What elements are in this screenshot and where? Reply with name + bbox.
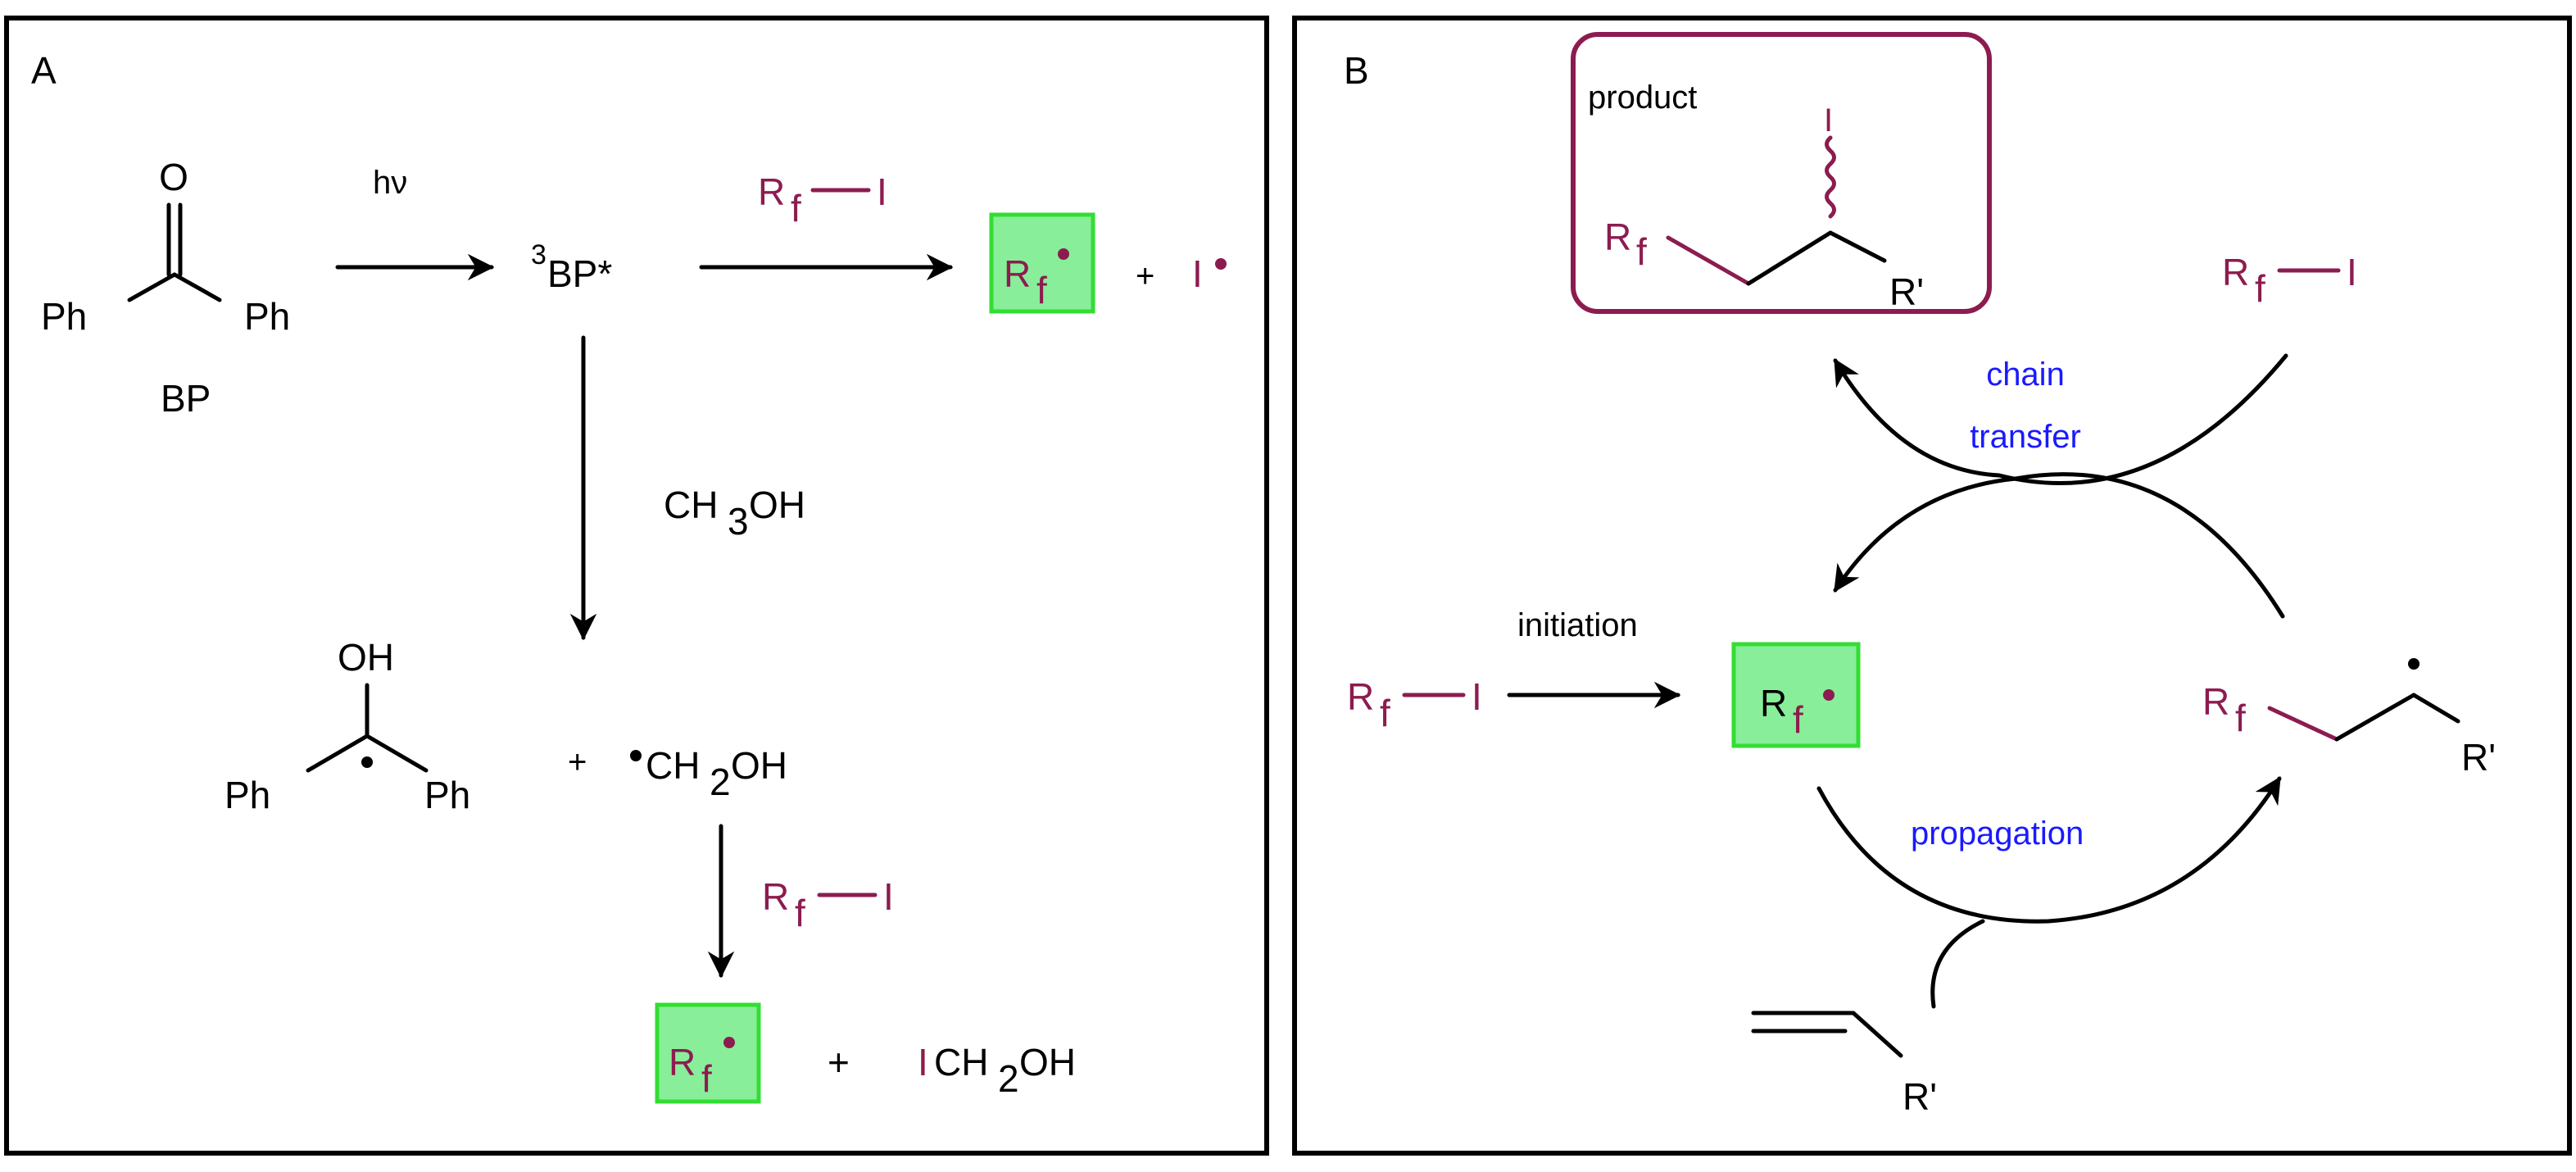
rfi-reagent-left: R f I bbox=[1347, 675, 1482, 734]
propagation-label: propagation bbox=[1911, 815, 2084, 852]
rf-radical-box-top: R f bbox=[989, 212, 1095, 314]
rfi-reagent-top: R f I bbox=[758, 170, 887, 229]
svg-text:I: I bbox=[2347, 251, 2357, 293]
svg-text:f: f bbox=[701, 1057, 712, 1100]
svg-text:I: I bbox=[1192, 252, 1203, 295]
propagation-arrow bbox=[1816, 776, 2282, 924]
svg-text:R: R bbox=[2202, 680, 2229, 723]
svg-text:R: R bbox=[762, 875, 789, 918]
svg-text:CH: CH bbox=[664, 484, 718, 526]
hv-label: hν bbox=[373, 165, 407, 201]
chain-transfer-label-2: transfer bbox=[1970, 419, 2081, 455]
svg-text:f: f bbox=[2235, 697, 2246, 739]
svg-text:R: R bbox=[1004, 252, 1031, 295]
bp-oxygen-label: O bbox=[159, 156, 188, 198]
iodine-radical: I bbox=[1192, 252, 1227, 295]
svg-text:OH: OH bbox=[749, 484, 805, 526]
svg-text:I: I bbox=[1824, 102, 1833, 139]
ketyl-radical-structure: OH Ph Ph bbox=[224, 636, 470, 816]
svg-text:I: I bbox=[918, 1041, 928, 1083]
triplet-superscript: 3 bbox=[531, 239, 546, 270]
rf-radical-box-center: R f bbox=[1731, 642, 1861, 748]
ketyl-ph-right: Ph bbox=[424, 774, 470, 816]
rfi-reagent-top-right: R f I bbox=[2222, 251, 2357, 310]
svg-text:CH: CH bbox=[646, 744, 700, 787]
return-to-radical-arrow bbox=[1833, 472, 2285, 619]
benzophenone-structure: O Ph Ph BP bbox=[41, 156, 290, 420]
svg-text:f: f bbox=[1636, 230, 1647, 273]
svg-text:OH: OH bbox=[1019, 1041, 1076, 1083]
svg-text:I: I bbox=[883, 875, 894, 918]
svg-text:R': R' bbox=[1903, 1075, 1937, 1118]
alkene-structure: R' bbox=[1751, 1011, 1937, 1118]
triplet-label: BP* bbox=[547, 252, 612, 295]
svg-text:OH: OH bbox=[731, 744, 787, 787]
svg-text:I: I bbox=[1472, 675, 1482, 718]
bp-ph-left: Ph bbox=[41, 295, 87, 338]
svg-text:R: R bbox=[758, 170, 785, 213]
panel-a-label: A bbox=[31, 49, 57, 92]
plus-sign-bottom: + bbox=[828, 1041, 850, 1083]
chain-transfer-label-1: chain bbox=[1986, 357, 2065, 393]
svg-text:f: f bbox=[795, 892, 805, 934]
hydroxymethyl-radical: CH 2 OH bbox=[630, 744, 787, 803]
svg-text:R: R bbox=[1604, 216, 1631, 258]
rfi-reagent-middle: R f I bbox=[762, 875, 894, 934]
product-label: product bbox=[1588, 79, 1697, 116]
svg-text:R': R' bbox=[2461, 736, 2496, 779]
svg-text:R: R bbox=[2222, 251, 2249, 293]
svg-text:I: I bbox=[877, 170, 887, 213]
iodomethanol-product: I CH 2 OH bbox=[918, 1041, 1076, 1100]
svg-text:R: R bbox=[1760, 682, 1787, 725]
svg-text:f: f bbox=[791, 187, 801, 229]
svg-text:R': R' bbox=[1889, 270, 1924, 313]
panel-b-frame bbox=[1292, 16, 2572, 1156]
alkene-entry-arrow bbox=[1930, 919, 1985, 1009]
svg-text:f: f bbox=[1793, 698, 1803, 741]
svg-text:2: 2 bbox=[998, 1057, 1019, 1100]
svg-text:f: f bbox=[1380, 692, 1390, 734]
svg-text:R: R bbox=[1347, 675, 1374, 718]
adduct-radical: R f R' bbox=[2202, 658, 2496, 779]
rf-radical-box-bottom: R f bbox=[655, 1002, 761, 1104]
product-box: product I R f R' bbox=[1571, 32, 1992, 314]
svg-text:R: R bbox=[669, 1041, 696, 1083]
methanol-label: CH 3 OH bbox=[664, 484, 805, 543]
triplet-bp: 3 BP* bbox=[531, 239, 612, 295]
plus-sign-middle: + bbox=[568, 744, 587, 780]
ketyl-oh-label: OH bbox=[338, 636, 394, 679]
svg-text:3: 3 bbox=[728, 500, 749, 543]
panel-b-label: B bbox=[1344, 49, 1369, 92]
svg-text:2: 2 bbox=[710, 761, 731, 803]
svg-text:f: f bbox=[2255, 267, 2265, 310]
bp-ph-right: Ph bbox=[244, 295, 290, 338]
svg-text:f: f bbox=[1036, 269, 1047, 311]
plus-sign-top: + bbox=[1136, 258, 1154, 294]
initiation-label: initiation bbox=[1517, 607, 1638, 643]
ketyl-ph-left: Ph bbox=[224, 774, 270, 816]
svg-text:CH: CH bbox=[934, 1041, 988, 1083]
panel-a-frame bbox=[4, 16, 1269, 1156]
bp-name-label: BP bbox=[161, 377, 211, 420]
